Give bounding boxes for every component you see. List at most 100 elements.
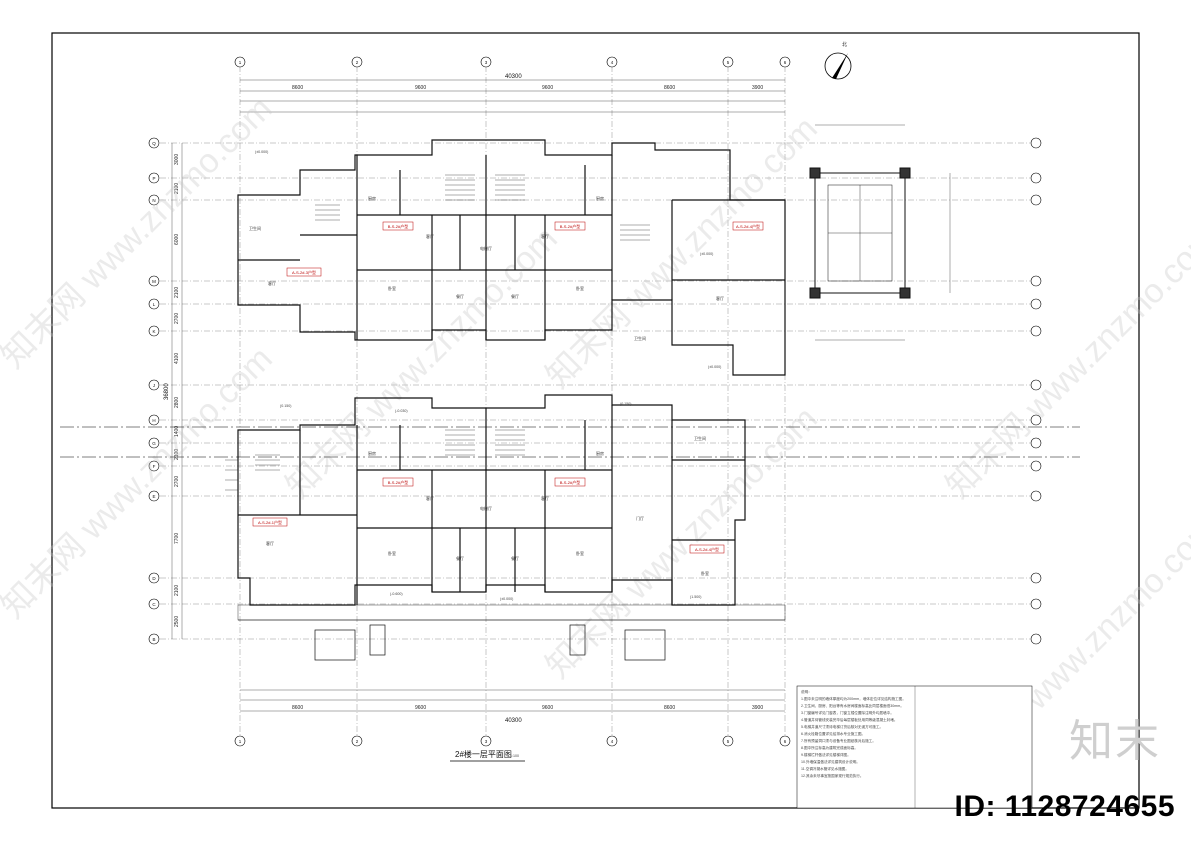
svg-text:M: M: [152, 279, 156, 284]
svg-text:厨房: 厨房: [596, 195, 604, 201]
svg-text:B-S-2#户型: B-S-2#户型: [388, 479, 408, 485]
bottom-span-1: 8600: [292, 705, 303, 711]
svg-text:3: 3: [485, 739, 488, 744]
svg-text:K: K: [152, 329, 155, 334]
svg-text:卧室: 卧室: [576, 285, 584, 291]
lower-room-labels: 客厅 卧室 卧室 厨房 厨房 餐厅 餐厅 卧室 客厅 客厅 电梯厅 卫生间 门厅: [266, 435, 709, 576]
svg-text:G: G: [152, 441, 156, 446]
svg-text:知末网 www.znzmo.com: 知末网 www.znzmo.com: [539, 400, 825, 686]
svg-text:C: C: [152, 602, 156, 607]
svg-text:(±0.000): (±0.000): [708, 365, 721, 369]
svg-text:6: 6: [784, 739, 787, 744]
top-span-4: 8600: [664, 85, 675, 91]
svg-text:客厅: 客厅: [266, 540, 274, 546]
svg-text:餐厅: 餐厅: [511, 555, 519, 561]
svg-text:客厅: 客厅: [426, 233, 434, 239]
svg-text:(±0.000): (±0.000): [255, 150, 268, 154]
svg-text:知末网 www.znzmo.com: 知末网 www.znzmo.com: [539, 110, 825, 396]
svg-text:(1.500): (1.500): [690, 595, 701, 599]
svg-text:2700: 2700: [174, 313, 180, 324]
svg-text:10.外墙保温做法详见建筑设计说明。: 10.外墙保温做法详见建筑设计说明。: [801, 759, 860, 764]
svg-text:客厅: 客厅: [426, 495, 434, 501]
svg-text:餐厅: 餐厅: [456, 293, 464, 299]
svg-text:2: 2: [356, 739, 359, 744]
svg-text:D: D: [152, 576, 156, 581]
svg-text:电梯厅: 电梯厅: [480, 505, 492, 511]
svg-text:(0.150): (0.150): [620, 402, 631, 406]
upper-room-labels: 客厅 卧室 卧室 厨房 厨房 餐厅 餐厅 客厅 客厅 客厅 电梯厅 卫生间 卫生…: [249, 195, 724, 341]
svg-text:Q: Q: [152, 141, 156, 146]
svg-text:2100: 2100: [174, 287, 180, 298]
upper-building-walls: [237, 139, 786, 376]
top-axis-bubbles: 1 2 3 4 5 6: [234, 56, 791, 68]
svg-text:2500: 2500: [174, 616, 180, 627]
svg-text:4.管道井待管线安装完毕后每层楼板处用同等级混凝土封堵。: 4.管道井待管线安装完毕后每层楼板处用同等级混凝土封堵。: [801, 717, 897, 722]
svg-text:4: 4: [611, 60, 614, 65]
svg-text:厨房: 厨房: [368, 195, 376, 201]
drawing-title-text: 2#楼一层平面图: [455, 749, 512, 759]
svg-text:A-S-2#-1户型: A-S-2#-1户型: [258, 519, 282, 525]
svg-text:客厅: 客厅: [268, 280, 276, 286]
elevation-marks: (±0.000) (0.150) (-0.030) (0.150) (±0.00…: [255, 150, 721, 601]
svg-text:卧室: 卧室: [576, 550, 584, 556]
svg-text:餐厅: 餐厅: [511, 293, 519, 299]
svg-text:(±0.000): (±0.000): [700, 252, 713, 256]
svg-text:2: 2: [356, 60, 359, 65]
svg-text:3: 3: [485, 60, 488, 65]
svg-text:F: F: [153, 464, 156, 469]
svg-text:餐厅: 餐厅: [456, 555, 464, 561]
upper-unit-tags: A-S-2#-3户型 B-S-2#户型 B-S-2#户型 A-S-2#-4户型: [286, 221, 764, 277]
svg-text:12.其余未尽事宜按国家现行规范执行。: 12.其余未尽事宜按国家现行规范执行。: [801, 773, 864, 778]
svg-text:E: E: [152, 494, 155, 499]
bottom-span-3: 9600: [542, 705, 553, 711]
svg-text:B-S-2#户型: B-S-2#户型: [560, 223, 580, 229]
north-arrow-icon: 北: [824, 41, 852, 80]
svg-text:2700: 2700: [174, 476, 180, 487]
svg-text:1: 1: [239, 60, 242, 65]
svg-text:卧室: 卧室: [701, 570, 709, 576]
svg-text:L: L: [153, 302, 156, 307]
drawing-title: 2#楼一层平面图 1:100: [450, 749, 525, 762]
top-dimension-chain: [240, 79, 785, 113]
svg-text:2.卫生间、厨房、阳台等有水房间楼面标高比同层楼面低30mm: 2.卫生间、厨房、阳台等有水房间楼面标高比同层楼面低30mm。: [801, 703, 904, 708]
svg-text:6.消火栓箱位置详见给排水专业施工图。: 6.消火栓箱位置详见给排水专业施工图。: [801, 731, 865, 736]
overall-dimension-bottom: 40300: [505, 718, 522, 724]
svg-text:11.空调冷凝水管详见水施图。: 11.空调冷凝水管详见水施图。: [801, 766, 849, 771]
svg-text:客厅: 客厅: [716, 295, 724, 301]
svg-text:1.图中未注明的墙体厚度均为200mm，墙体定位详见结构施工: 1.图中未注明的墙体厚度均为200mm，墙体定位详见结构施工图。: [801, 696, 906, 701]
svg-text:8.图中所注标高为建筑完成面标高。: 8.图中所注标高为建筑完成面标高。: [801, 745, 858, 750]
svg-text:1: 1: [239, 739, 242, 744]
resource-id-label: ID: 1128724655: [954, 790, 1175, 823]
svg-text:B-S-2#户型: B-S-2#户型: [560, 479, 580, 485]
svg-text:卧室: 卧室: [388, 550, 396, 556]
section-lines: [60, 426, 1080, 458]
svg-text:知末网 www.znzmo.com: 知末网 www.znzmo.com: [279, 220, 565, 506]
left-total-dimension: 36800: [164, 383, 170, 400]
svg-text:卧室: 卧室: [388, 285, 396, 291]
bottom-span-2: 9600: [415, 705, 426, 711]
svg-text:3000: 3000: [174, 154, 180, 165]
entrance-canopies: [237, 604, 786, 661]
pavilion-structure: [809, 167, 911, 299]
sheet-border: [51, 32, 1140, 809]
svg-text:9.楼梯栏杆做法详见楼梯详图。: 9.楼梯栏杆做法详见楼梯详图。: [801, 752, 851, 757]
svg-text:客厅: 客厅: [541, 495, 549, 501]
svg-text:电梯厅: 电梯厅: [480, 245, 492, 251]
lower-unit-tags: A-S-2#-1户型 B-S-2#户型 B-S-2#户型 A-S-2#-4户型: [252, 477, 725, 554]
svg-text:6000: 6000: [174, 234, 180, 245]
upper-stairs: [315, 174, 650, 241]
svg-text:门厅: 门厅: [636, 515, 644, 521]
svg-text:5: 5: [727, 60, 730, 65]
svg-text:7700: 7700: [174, 533, 180, 544]
svg-text:5: 5: [727, 739, 730, 744]
svg-text:卫生间: 卫生间: [694, 435, 706, 441]
top-span-1: 8600: [292, 85, 303, 91]
svg-text:2800: 2800: [174, 397, 180, 408]
svg-text:J: J: [153, 383, 155, 388]
svg-text:(-0.600): (-0.600): [390, 592, 403, 596]
svg-text:P: P: [152, 176, 155, 181]
drawing-scale: 1:100: [510, 754, 519, 758]
svg-text:B-S-2#户型: B-S-2#户型: [388, 223, 408, 229]
svg-text:卫生间: 卫生间: [634, 335, 646, 341]
